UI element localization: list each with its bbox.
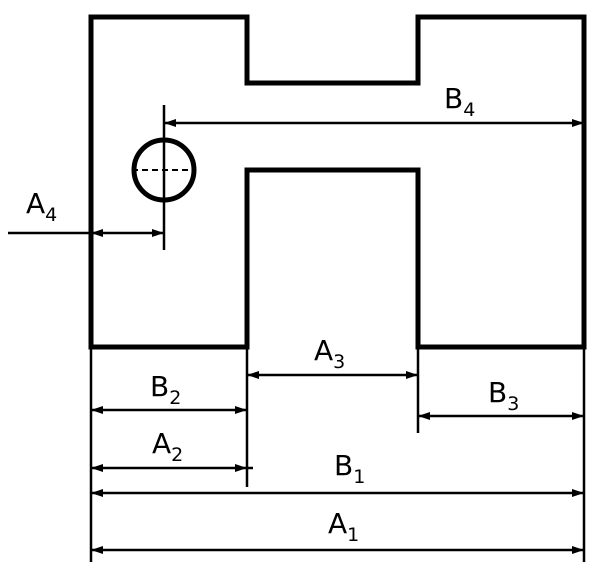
label-a3: A3 <box>314 334 345 373</box>
label-b1: B1 <box>334 449 365 488</box>
label-b2: B2 <box>150 370 181 409</box>
label-a1: A1 <box>328 507 359 546</box>
label-a2: A2 <box>152 427 183 466</box>
dimension-arrow-a2-end <box>235 464 247 472</box>
label-b4: B4 <box>444 82 475 121</box>
label-a4: A4 <box>26 187 57 226</box>
label-b3: B3 <box>488 376 519 415</box>
